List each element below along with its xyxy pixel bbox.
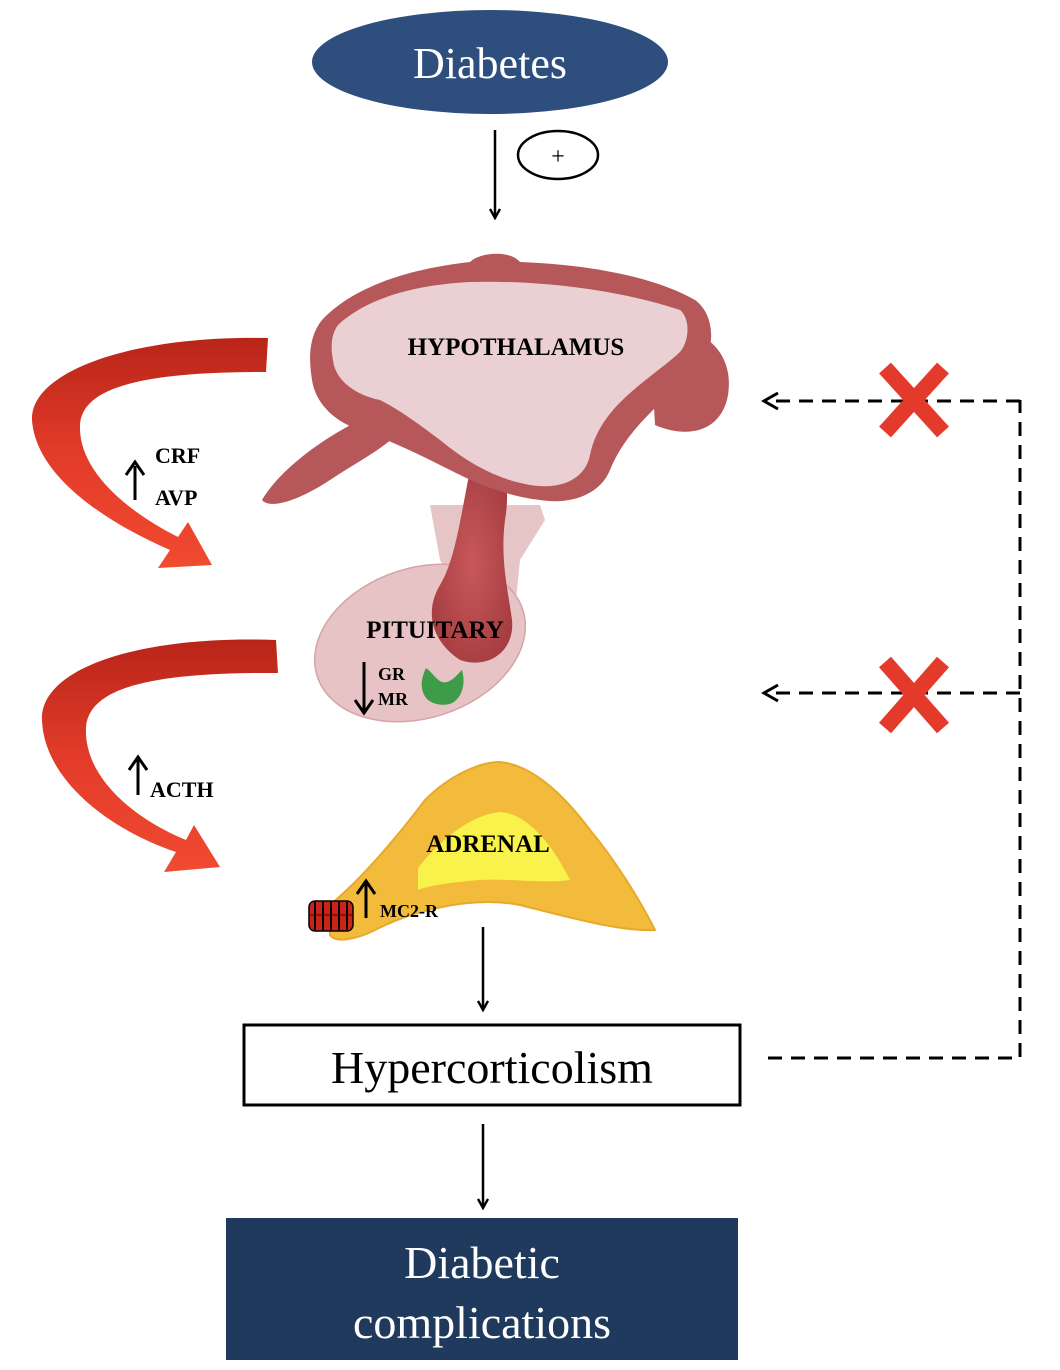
up-arrow-icon (355, 878, 377, 918)
acth-label-group: ACTH (127, 754, 214, 802)
diabetes-ellipse (312, 10, 668, 114)
diabetes-node: Diabetes (312, 10, 668, 114)
feedback-from-hypercorticolism (768, 400, 1022, 1060)
plus-sign-badge: + (516, 129, 600, 181)
feedback-arrowhead-hypothalamus (760, 391, 779, 411)
plus-sign: + (551, 144, 565, 170)
crf-avp-label-group: CRF AVP (124, 443, 200, 510)
adrenal-label: ADRENAL (426, 831, 550, 858)
adrenal-gland: ADRENAL (329, 760, 657, 941)
up-arrow-icon (124, 459, 146, 500)
negative-feedback-lines (768, 399, 1022, 1060)
hypothalamus-label: HYPOTHALAMUS (408, 334, 625, 361)
gr-label: GR (378, 664, 406, 684)
diabetes-label: Diabetes (413, 39, 567, 88)
adrenal-medulla (418, 812, 570, 890)
cross-mark-icon (878, 656, 950, 734)
cross-mark-icon (879, 362, 949, 438)
hypercorticolism-label: Hypercorticolism (331, 1042, 653, 1093)
pituitary-label: PITUITARY (366, 617, 504, 644)
down-arrow-icon (353, 662, 375, 716)
acth-label: ACTH (150, 777, 214, 802)
feedback-arrowhead-pituitary (760, 683, 779, 703)
complications-line2: complications (353, 1297, 611, 1348)
complications-line1: Diabetic (404, 1237, 560, 1288)
pituitary-receptor-group: GR MR (353, 662, 464, 716)
crf-loop-arrow (31, 337, 268, 568)
mc2r-receptor-group: MC2-R (308, 878, 439, 932)
hypothalamus: HYPOTHALAMUS (262, 253, 729, 663)
acth-loop-arrow (41, 639, 278, 872)
receptor-icon (308, 900, 354, 932)
crf-label: CRF (155, 443, 200, 468)
mc2r-label: MC2-R (380, 901, 439, 921)
mr-label: MR (378, 689, 409, 709)
up-arrow-icon (127, 754, 149, 795)
receptor-icon (421, 668, 464, 705)
diabetic-complications-box: Diabetic complications (226, 1218, 738, 1360)
avp-label: AVP (155, 485, 197, 510)
hypercorticolism-box: Hypercorticolism (242, 1023, 742, 1107)
